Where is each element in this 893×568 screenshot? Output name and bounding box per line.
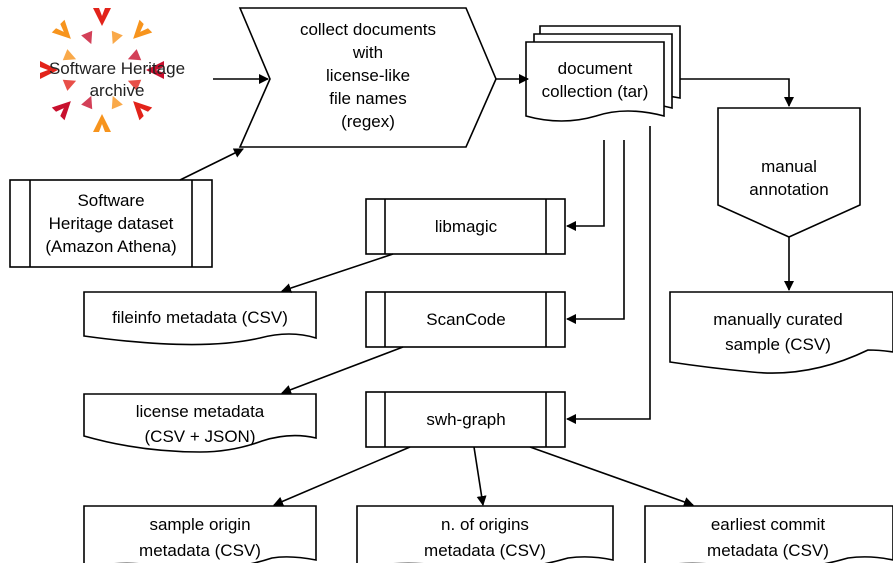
logo-inner-ray-5 bbox=[62, 79, 77, 91]
edge-collection-to-manual bbox=[680, 78, 794, 107]
manual-annotation: manual annotation bbox=[717, 107, 861, 238]
edge-collection-to-swhgraph bbox=[566, 126, 651, 424]
logo-ray-0 bbox=[93, 8, 111, 26]
collection-line-1: document bbox=[558, 59, 633, 78]
logo-inner-ray-6 bbox=[62, 49, 77, 61]
collect-line-2: with bbox=[352, 43, 383, 62]
sample-origin-line-2: metadata (CSV) bbox=[139, 541, 261, 560]
swh-graph-process: swh-graph bbox=[365, 391, 566, 448]
sample-origin-line-1: sample origin bbox=[149, 515, 250, 534]
logo-ray-4 bbox=[93, 114, 111, 132]
edge-collection-to-scancode bbox=[566, 140, 625, 324]
logo-ray-7 bbox=[51, 19, 71, 39]
license-line-1: license metadata bbox=[136, 402, 265, 421]
collect-line-1: collect documents bbox=[300, 20, 436, 39]
earliest-commit-metadata-doc: earliest commit metadata (CSV) bbox=[644, 505, 893, 563]
earliest-line-1: earliest commit bbox=[711, 515, 826, 534]
swh-dataset-process: Software Heritage dataset (Amazon Athena… bbox=[9, 179, 213, 268]
logo-line-1: Software Heritage bbox=[49, 59, 185, 78]
logo-ray-5 bbox=[51, 101, 71, 121]
n-origins-line-1: n. of origins bbox=[441, 515, 529, 534]
dataset-line-2: Heritage dataset bbox=[49, 214, 174, 233]
scancode-label: ScanCode bbox=[426, 310, 505, 329]
manual-line-1: manual bbox=[761, 157, 817, 176]
manual-line-2: annotation bbox=[749, 180, 828, 199]
collect-documents-step: collect documents with license-like file… bbox=[238, 7, 497, 148]
collect-line-5: (regex) bbox=[341, 112, 395, 131]
logo-inner-ray-1 bbox=[127, 49, 142, 61]
earliest-line-2: metadata (CSV) bbox=[707, 541, 829, 560]
edge-dataset-to-collect bbox=[179, 148, 244, 181]
sample-origin-metadata-doc: sample origin metadata (CSV) bbox=[83, 505, 317, 563]
dataset-line-3: (Amazon Athena) bbox=[45, 237, 176, 256]
logo-inner-ray-4 bbox=[81, 95, 93, 110]
license-metadata-doc: license metadata (CSV + JSON) bbox=[83, 393, 317, 453]
libmagic-label: libmagic bbox=[435, 217, 498, 236]
n-origins-line-2: metadata (CSV) bbox=[424, 541, 546, 560]
logo-inner-ray-3 bbox=[111, 95, 123, 110]
collect-line-3: license-like bbox=[326, 66, 410, 85]
collect-line-4: file names bbox=[329, 89, 406, 108]
fileinfo-metadata-doc: fileinfo metadata (CSV) bbox=[83, 291, 317, 346]
logo-ray-1 bbox=[133, 19, 153, 39]
edge-swhgraph-to-sample-origin bbox=[273, 446, 411, 507]
swhgraph-label: swh-graph bbox=[426, 410, 505, 429]
edge-scancode-to-license bbox=[281, 346, 404, 395]
license-line-2: (CSV + JSON) bbox=[145, 427, 256, 446]
curated-line-2: sample (CSV) bbox=[725, 335, 831, 354]
curated-line-1: manually curated bbox=[713, 310, 842, 329]
logo-ray-6 bbox=[40, 61, 58, 79]
libmagic-process: libmagic bbox=[365, 198, 566, 255]
document-collection: document collection (tar) bbox=[525, 25, 681, 122]
logo-ray-2 bbox=[146, 61, 164, 79]
collection-line-2: collection (tar) bbox=[542, 82, 649, 101]
edge-libmagic-to-fileinfo bbox=[281, 253, 394, 293]
edge-collection-to-libmagic bbox=[566, 140, 605, 231]
fileinfo-label: fileinfo metadata (CSV) bbox=[112, 308, 288, 327]
software-heritage-logo: Software Heritage archive bbox=[40, 8, 185, 132]
edge-swhgraph-to-n-origins bbox=[473, 446, 487, 506]
logo-line-2: archive bbox=[90, 81, 145, 100]
logo-inner-ray-2 bbox=[127, 79, 142, 91]
edges bbox=[179, 74, 794, 507]
manually-curated-sample-doc: manually curated sample (CSV) bbox=[669, 291, 893, 374]
scancode-process: ScanCode bbox=[365, 291, 566, 348]
n-origins-metadata-doc: n. of origins metadata (CSV) bbox=[356, 505, 614, 563]
logo-inner-ray-7 bbox=[81, 30, 93, 45]
edge-swhgraph-to-earliest bbox=[529, 446, 694, 507]
logo-inner-ray-0 bbox=[111, 30, 123, 45]
dataset-line-1: Software bbox=[77, 191, 144, 210]
